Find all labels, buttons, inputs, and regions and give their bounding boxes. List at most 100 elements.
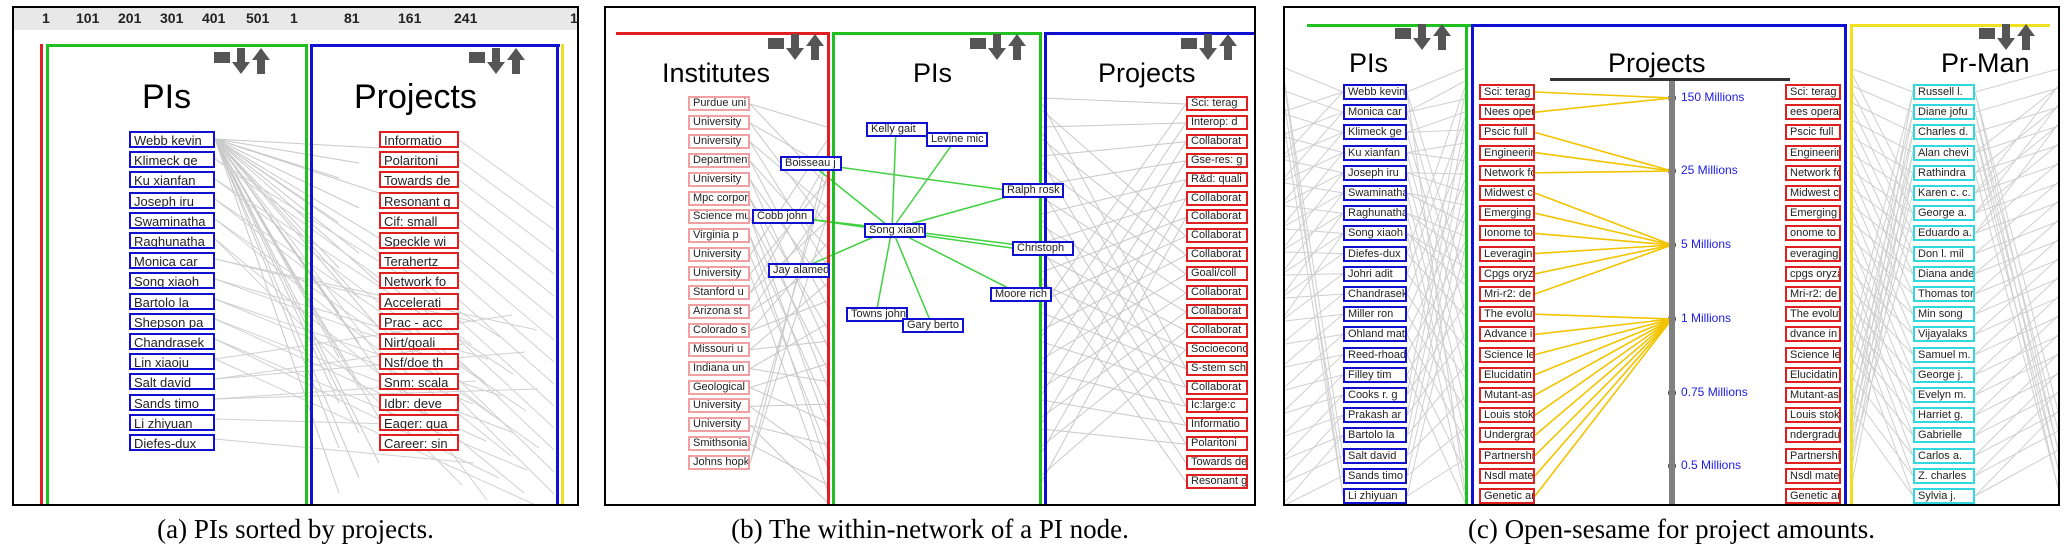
institute-node[interactable]: University: [688, 417, 750, 433]
project-node[interactable]: Science le: [1785, 346, 1841, 363]
pi-node[interactable]: Shepson pa: [129, 312, 215, 330]
project-node[interactable]: Towards de: [1186, 455, 1248, 471]
project-node[interactable]: Polaritoni: [1186, 436, 1248, 452]
institute-node[interactable]: Purdue uni: [688, 96, 750, 111]
collapse-square-icon[interactable]: [1395, 28, 1411, 39]
institute-node[interactable]: Stanford u: [688, 285, 750, 300]
institute-node[interactable]: Smithsonia: [688, 436, 750, 452]
project-node[interactable]: Snm: scala: [379, 373, 459, 391]
pi-node[interactable]: Johri adit: [1343, 265, 1407, 282]
pi-node[interactable]: Bartolo la: [1343, 427, 1407, 444]
collapse-square-icon[interactable]: [768, 38, 784, 49]
project-node[interactable]: Collaborat: [1186, 303, 1248, 319]
arrow-down-icon[interactable]: [232, 48, 250, 74]
project-node[interactable]: Cpgs oryza: [1479, 265, 1535, 282]
pi-network-node[interactable]: Kelly gait: [866, 122, 928, 137]
pi-node[interactable]: Prakash ar: [1343, 407, 1407, 424]
project-node[interactable]: Informatio: [1186, 417, 1248, 433]
project-node[interactable]: Engineerin: [1785, 144, 1841, 161]
institute-node[interactable]: Johns hopk: [688, 455, 750, 471]
project-node[interactable]: Mutant-ass: [1785, 387, 1841, 403]
project-node[interactable]: Nsdl mater: [1785, 467, 1841, 484]
pi-network-node[interactable]: Song xiaoh: [864, 223, 926, 238]
sort-controls[interactable]: [1979, 24, 2035, 50]
project-node[interactable]: Advance in: [1479, 326, 1535, 343]
pi-node[interactable]: Joseph iru: [1343, 164, 1407, 181]
project-node[interactable]: Network fo: [379, 272, 459, 290]
collapse-square-icon[interactable]: [970, 38, 986, 49]
pi-node[interactable]: Raghunatha: [129, 232, 215, 249]
pi-node[interactable]: Cooks r. g: [1343, 387, 1407, 403]
institute-node[interactable]: University: [688, 133, 750, 149]
program-manager-node[interactable]: Thomas tor: [1913, 286, 1975, 302]
institute-node[interactable]: University: [688, 266, 750, 282]
arrow-up-icon[interactable]: [806, 34, 824, 60]
institute-node[interactable]: Indiana un: [688, 360, 750, 376]
project-node[interactable]: Elucidatin: [1785, 366, 1841, 383]
project-node[interactable]: The evolut: [1479, 306, 1535, 323]
pi-node[interactable]: Klimeck ge: [129, 151, 215, 169]
project-node[interactable]: The evolut: [1785, 306, 1841, 323]
pi-node[interactable]: Sands timo: [1343, 467, 1407, 484]
project-node[interactable]: Collaborat: [1186, 133, 1248, 149]
project-node[interactable]: ees opera: [1785, 104, 1841, 121]
arrow-up-icon[interactable]: [1219, 34, 1237, 60]
pi-node[interactable]: Lin xiaoju: [129, 353, 215, 371]
project-node[interactable]: Gse-res: g: [1186, 152, 1248, 168]
arrow-down-icon[interactable]: [487, 48, 505, 74]
program-manager-node[interactable]: Charles d.: [1913, 124, 1975, 141]
program-manager-node[interactable]: George j.: [1913, 366, 1975, 383]
pi-node[interactable]: Webb kevin: [1343, 84, 1407, 100]
project-node[interactable]: Ionome to: [1479, 225, 1535, 242]
project-node[interactable]: S-stem sch: [1186, 360, 1248, 376]
institute-node[interactable]: Geological: [688, 379, 750, 395]
project-node[interactable]: Elucidatin: [1479, 366, 1535, 383]
arrow-down-icon[interactable]: [786, 34, 804, 60]
project-node[interactable]: Eager: qua: [379, 413, 459, 431]
program-manager-node[interactable]: Karen c. c.: [1913, 185, 1975, 201]
arrow-up-icon[interactable]: [1433, 24, 1451, 50]
pi-node[interactable]: Chandrasek: [129, 333, 215, 350]
project-node[interactable]: Nirt/goali: [379, 333, 459, 350]
project-node[interactable]: Accelerati: [379, 292, 459, 310]
pi-network-node[interactable]: Ralph rosk: [1002, 183, 1064, 198]
collapse-square-icon[interactable]: [1979, 28, 1995, 39]
project-node[interactable]: Network fo: [1785, 164, 1841, 181]
program-manager-node[interactable]: Diane jofu: [1913, 104, 1975, 121]
pi-node[interactable]: Ohland mat: [1343, 326, 1407, 343]
program-manager-node[interactable]: Sylvia j.: [1913, 488, 1975, 504]
arrow-down-icon[interactable]: [1997, 24, 2015, 50]
pi-node[interactable]: Swaminatha: [129, 211, 215, 229]
pi-node[interactable]: Song xiaoh: [1343, 225, 1407, 242]
pi-network-node[interactable]: Gary berto: [902, 318, 964, 333]
pi-network-node[interactable]: Cobb john: [752, 209, 814, 224]
program-manager-node[interactable]: Alan chevi: [1913, 144, 1975, 161]
project-node[interactable]: Network fo: [1479, 164, 1535, 181]
pi-node[interactable]: Diefes-dux: [1343, 245, 1407, 262]
arrow-up-icon[interactable]: [2017, 24, 2035, 50]
project-node[interactable]: Genetic an: [1479, 488, 1535, 504]
program-manager-node[interactable]: Min song: [1913, 306, 1975, 323]
pi-node[interactable]: Klimeck ge: [1343, 124, 1407, 141]
program-manager-node[interactable]: Don l. mil: [1913, 245, 1975, 262]
pi-node[interactable]: Monica car: [1343, 104, 1407, 121]
pi-node[interactable]: Salt david: [129, 373, 215, 391]
project-node[interactable]: Collaborat: [1186, 322, 1248, 338]
pi-node[interactable]: Webb kevin: [129, 131, 215, 148]
project-node[interactable]: dvance in: [1785, 326, 1841, 343]
institute-node[interactable]: University: [688, 171, 750, 187]
program-manager-node[interactable]: Evelyn m.: [1913, 387, 1975, 403]
program-manager-node[interactable]: Vijayalaks: [1913, 326, 1975, 343]
pi-node[interactable]: Reed-rhoad: [1343, 346, 1407, 363]
project-node[interactable]: Mutant-ass: [1479, 387, 1535, 403]
pi-node[interactable]: Sands timo: [129, 393, 215, 411]
pi-node[interactable]: Bartolo la: [129, 292, 215, 310]
project-node[interactable]: Goali/coll: [1186, 266, 1248, 282]
institute-node[interactable]: Missouri u: [688, 341, 750, 357]
sort-controls[interactable]: [214, 48, 270, 74]
institute-node[interactable]: University: [688, 398, 750, 414]
pi-node[interactable]: Song xiaoh: [129, 272, 215, 290]
arrow-up-icon[interactable]: [1008, 34, 1026, 60]
pi-node[interactable]: Swaminatha: [1343, 185, 1407, 201]
sort-controls[interactable]: [1395, 24, 1451, 50]
